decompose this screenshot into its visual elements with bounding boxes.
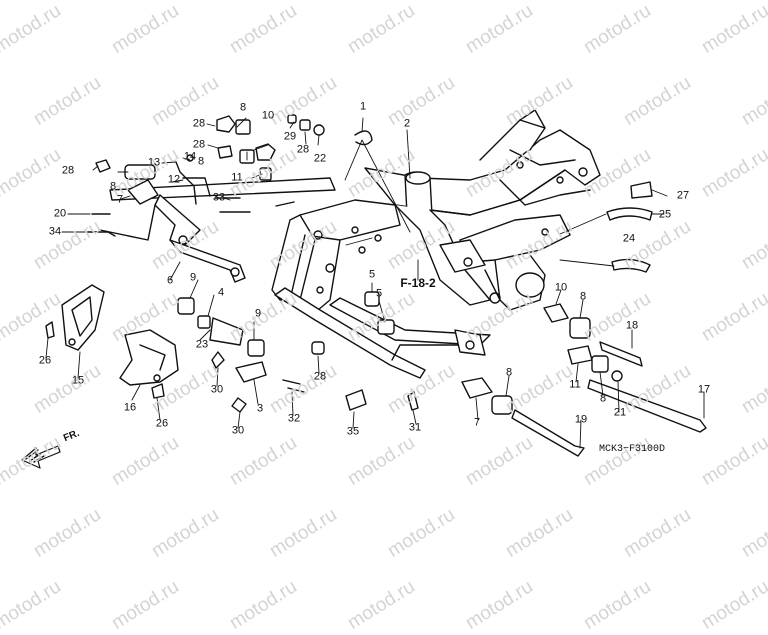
callout: 33	[212, 191, 226, 204]
front-indicator: FR.	[18, 428, 81, 464]
callout: 18	[625, 319, 639, 332]
watermark-text: motod.ru	[226, 576, 301, 634]
callout: 28	[313, 370, 327, 383]
hardware	[45, 114, 707, 457]
front-arrow-icon	[21, 445, 61, 469]
callout: 3	[256, 402, 264, 415]
reference-label: F-18-2	[400, 276, 436, 290]
callout: 11	[231, 171, 243, 184]
callout: 20	[53, 207, 67, 220]
callout: 22	[313, 152, 327, 165]
callout: 9	[254, 307, 262, 320]
callout: 29	[283, 130, 297, 143]
callout: 23	[195, 338, 209, 351]
callout: 9	[189, 271, 197, 284]
watermark-text: motod.ru	[108, 576, 183, 634]
callout: 24	[622, 232, 636, 245]
frame-drawing	[21, 109, 707, 469]
callout: 19	[574, 413, 588, 426]
callout: 34	[48, 225, 62, 238]
leader-lines	[45, 117, 705, 449]
callout: 26	[38, 354, 52, 367]
callout: 31	[408, 421, 422, 434]
callout: 8	[579, 290, 587, 303]
callout: 1	[359, 100, 367, 113]
watermark-text: motod.ru	[698, 576, 768, 634]
callout: 8	[239, 101, 247, 114]
watermark-text: motod.ru	[0, 576, 65, 634]
callout: 8	[599, 392, 607, 405]
callout: 28	[192, 117, 206, 130]
callout: 21	[613, 406, 627, 419]
callout: 27	[676, 189, 690, 202]
front-bracket	[99, 177, 336, 283]
callout: 8	[197, 155, 205, 168]
callout: 32	[287, 412, 301, 425]
callout: 6	[166, 274, 174, 287]
callout: 7	[116, 193, 124, 206]
callout: 13	[147, 156, 161, 169]
callout: 8	[505, 366, 513, 379]
callout: 28	[192, 138, 206, 151]
cover-16	[119, 329, 179, 386]
callout: 10	[554, 281, 568, 294]
callout: 25	[658, 208, 672, 221]
callout: 14	[183, 150, 197, 163]
cover-15	[61, 284, 105, 351]
callout: 7	[473, 416, 481, 429]
callout: 16	[123, 401, 137, 414]
callout: 5	[368, 268, 376, 281]
callout: 4	[217, 286, 225, 299]
callout: 11	[569, 378, 581, 391]
callout: 2	[403, 117, 411, 130]
callout: 15	[71, 374, 85, 387]
callout: 17	[697, 383, 711, 396]
callout: 28	[61, 164, 75, 177]
diagram-code: MCK3−F3100D	[599, 444, 666, 455]
callout: 30	[210, 383, 224, 396]
callout: 8	[109, 180, 117, 193]
main-frame	[271, 109, 601, 379]
callout: 26	[155, 417, 169, 430]
watermark-text: motod.ru	[580, 576, 655, 634]
callout: 5	[375, 287, 383, 300]
callout: 12	[167, 173, 181, 186]
watermark-text: motod.ru	[462, 576, 537, 634]
callout: 10	[261, 109, 275, 122]
callout: 30	[231, 424, 245, 437]
callout: 28	[296, 143, 310, 156]
watermark-text: motod.ru	[344, 576, 419, 634]
callout: 35	[346, 425, 360, 438]
